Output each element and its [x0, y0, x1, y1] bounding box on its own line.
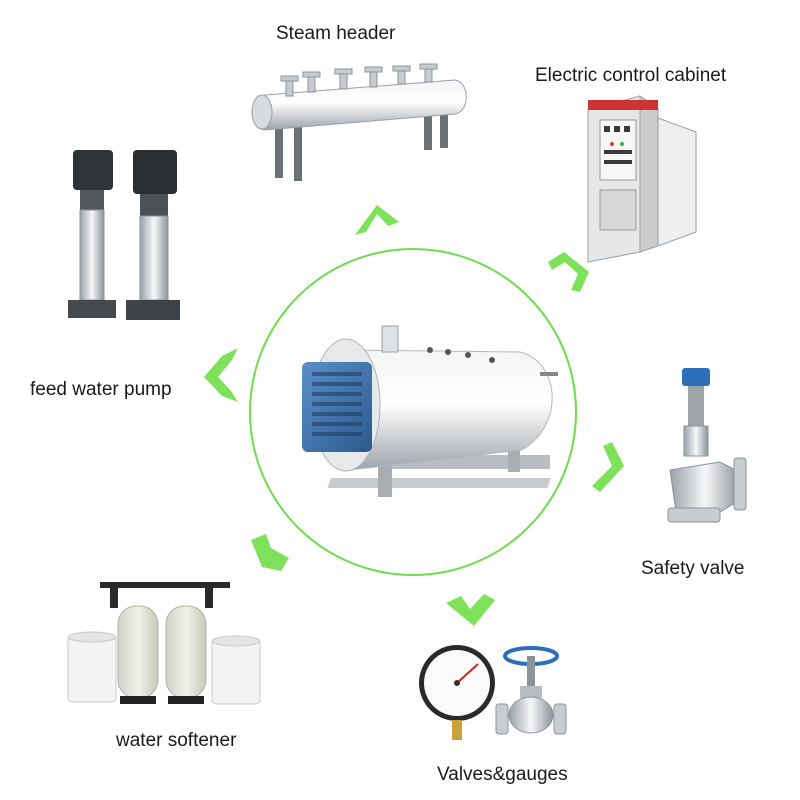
center-ring — [249, 248, 577, 576]
water-softener-icon — [67, 582, 261, 705]
chevron-arrow-icon — [548, 252, 589, 292]
safety-valve-icon — [667, 368, 747, 523]
chevron-arrow-icon — [251, 534, 289, 571]
feed-pump-label: feed water pump — [30, 379, 172, 400]
valves-gauges-label: Valves&gauges — [437, 764, 568, 785]
globe-valve-icon — [495, 646, 567, 735]
steam-header-label: Steam header — [276, 23, 396, 44]
chevron-arrow-icon — [446, 594, 495, 626]
pump-icon — [68, 150, 180, 320]
gauge-icon — [419, 645, 495, 740]
control-cabinet-label: Electric control cabinet — [535, 65, 727, 86]
chevron-arrow-icon — [355, 205, 399, 235]
water-softener-label: water softener — [116, 730, 237, 751]
chevron-arrow-icon — [592, 442, 624, 492]
boiler-icon — [302, 325, 558, 497]
steam-header-icon — [251, 63, 467, 181]
chevron-arrow-icon — [204, 348, 238, 402]
control-cabinet-icon — [587, 95, 697, 263]
safety-valve-label: Safety valve — [641, 558, 745, 579]
